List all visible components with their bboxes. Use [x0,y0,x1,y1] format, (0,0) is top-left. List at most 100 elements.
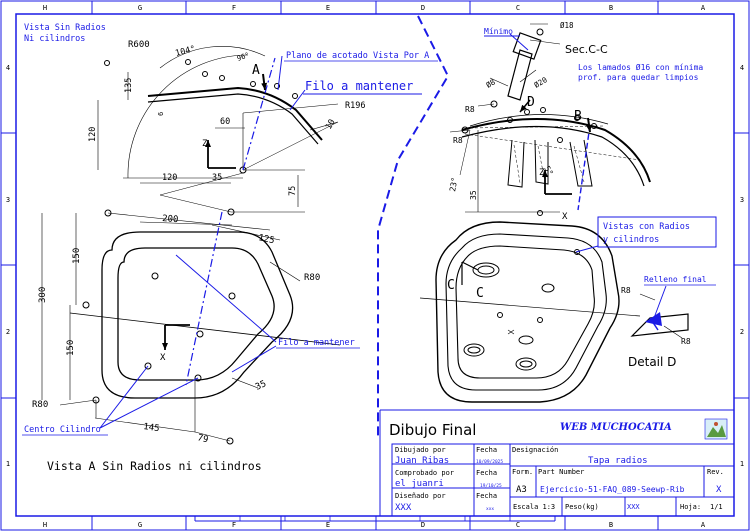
zone-bot-6: B [609,521,613,529]
iso-blue-leader [575,245,599,253]
tb-checked-label: Comprobado por [395,469,454,477]
dim-5deg: 5° [542,165,555,178]
dim-r8-b: R8 [453,136,463,145]
plan-blue-leader-3 [99,365,149,429]
note-vistas-2: y cilindros [603,235,659,245]
dim-r80-a: R80 [304,273,320,283]
left-top-texts: R600 104° 96° 135 6 120 60 R196 10 120 3… [88,40,365,196]
view-a-axis [242,57,276,171]
tb-date-label-2: Fecha [476,469,497,477]
zone-right-3: 1 [740,460,744,468]
label-c1: C [447,278,455,293]
zone-bot-0: H [43,521,47,529]
dim-135: 135 [124,78,134,93]
label-b: B [574,109,582,124]
left-plan-view [41,209,341,445]
dim-300: 300 [38,287,48,303]
dim-r80-b: R80 [32,400,48,410]
plane-leader [277,55,283,91]
dim-200: 200 [162,214,179,225]
tb-sheet: 1/1 [710,503,723,511]
zone-top-0: H [43,4,47,12]
zone-top-6: B [609,4,613,12]
tb-designation-label: Designación [512,446,558,454]
section-blue-axis [577,124,591,211]
zone-bot-4: D [421,521,425,529]
dim-125: 125 [257,233,275,246]
tb-part-label: Part Number [538,468,584,476]
dim-35b: 35 [254,379,268,393]
dim-79: 79 [196,433,209,445]
iso-view [419,221,641,403]
plan-center-axis [185,211,223,386]
tb-designation: Tapa radios [588,456,648,466]
zone-left-2: 2 [6,328,10,336]
left-plan-notes: Filo a mantener Centro Cilindro [22,338,360,436]
dim-o18: Ø18 [560,21,574,30]
tb-weight: XXX [627,503,640,511]
dim-35-sec: 35 [469,190,478,200]
note-relleno: Relleno final [644,275,707,284]
zone-top-1: G [138,4,142,12]
tb-drawn-by: Juan Ribas [395,456,449,466]
tb-format: A3 [516,485,527,495]
tb-date-label-1: Fecha [476,446,497,454]
tb-sheet-label: Hoja: [680,503,701,511]
zone-right-2: 2 [740,328,744,336]
section-label: Sec.C-C [565,43,608,56]
zone-left-3: 1 [6,460,10,468]
detail-texts: Relleno final R8 R8 Detail D [621,275,716,369]
tb-rev-label: Rev. [707,468,724,476]
dim-r600: R600 [128,40,150,50]
ruler-ticks [239,516,511,521]
note-centro-cilindro: Centro Cilindro [24,425,101,435]
axis-x-right: X [562,212,568,222]
zone-left-0: 4 [6,64,10,72]
relleno-leader [653,285,667,319]
section-hatching [464,125,641,184]
section-notes: Mínimo Los lamados Ø16 con mínima prof. … [484,27,703,82]
zone-bot-2: F [232,521,236,529]
left-notes: Vista Sin Radios Ni cilindros Plano de a… [24,23,438,95]
axis-z-right: Z [539,168,545,178]
arrow-d [519,99,531,113]
left-top-profile [97,46,339,216]
dim-60: 60 [220,117,230,127]
note-plano-acotado: Plano de acotado Vista Por A [286,51,429,61]
label-d: D [527,95,535,110]
dim-120: 120 [88,127,98,142]
note-vista-sin-radios-1: Vista Sin Radios [24,23,106,33]
dim-75: 75 [288,186,298,196]
dim-r196: R196 [345,101,365,111]
zone-left-1: 3 [6,196,10,204]
zone-top-4: D [421,4,425,12]
plan-blue-leader-1 [175,254,277,343]
logo-text: WEB MUCHOCATIA [560,422,672,433]
note-vistas-1: Vistas con Radios [603,222,690,232]
note-vista-sin-radios-2: Ni cilindros [24,34,85,44]
zone-top-2: F [232,4,236,12]
plan-blue-leader-4 [99,377,199,429]
dim-o8: Ø8 [485,77,498,90]
tb-part-number: Ejercicio-51-FAQ_089-Seewp-Rib [540,485,685,494]
note-lamados-1: Los lamados Ø16 con mínima [578,62,703,72]
title-block-text: Dibujado por Juan Ribas Fecha 10/09/2025… [395,446,724,513]
tb-format-label: Form. [512,468,533,476]
section-texts: Ø18 Sec.C-C Ø8 Ø20 R8 R8 23° 35 5° D B Z… [448,21,608,222]
dim-35: 35 [212,173,222,183]
zone-bot-1: G [138,521,142,529]
dim-23: 23° [448,177,459,193]
title-block-grid [379,409,735,517]
tb-date-label-3: Fecha [476,492,497,500]
dim-r8-d: R8 [681,337,691,346]
minimo-leader [509,33,529,51]
dim-10: 10 [324,118,338,132]
dim-120b: 120 [162,173,177,183]
tb-date-3: xxx [486,507,494,512]
zone-right-1: 3 [740,196,744,204]
tb-designed-label: Diseñado por [395,492,446,500]
zone-bot-7: A [701,521,706,529]
tb-rev: X [716,485,722,495]
